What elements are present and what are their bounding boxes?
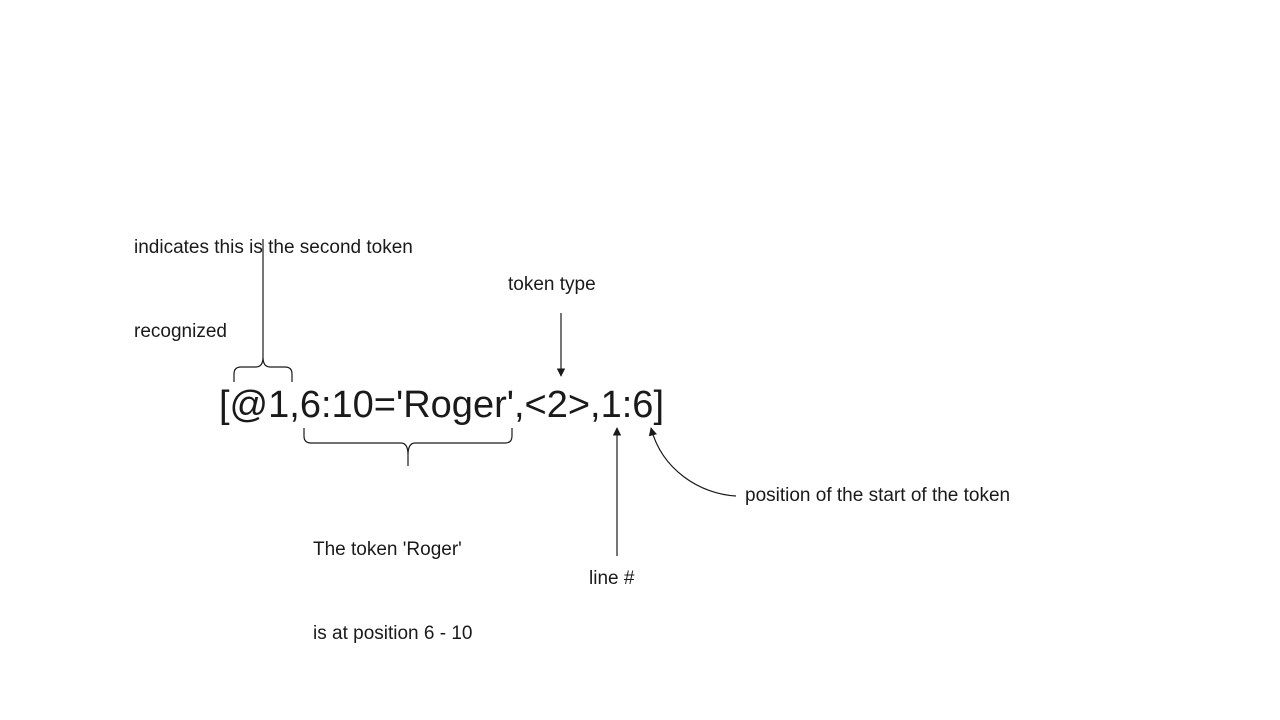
token-index-annotation-line1: indicates this is the second token bbox=[134, 237, 413, 258]
token-string: [@1,6:10='Roger',<2>,1:6] bbox=[219, 384, 664, 426]
token-type-annotation: token type bbox=[508, 274, 596, 295]
token-span-annotation-line1: The token 'Roger' bbox=[313, 539, 462, 560]
start-position-annotation: position of the start of the token bbox=[745, 485, 1011, 506]
token-span-annotation: The token 'Roger' is at position 6 - 10 bbox=[313, 480, 472, 704]
token-span-annotation-line2: is at position 6 - 10 bbox=[313, 623, 473, 644]
token-index-annotation: indicates this is the second token recog… bbox=[134, 178, 413, 402]
line-number-annotation: line # bbox=[589, 568, 635, 589]
token-span-brace bbox=[303, 428, 513, 466]
token-index-brace bbox=[233, 356, 293, 382]
token-index-annotation-line2: recognized bbox=[134, 321, 227, 342]
start-position-arrow bbox=[648, 427, 737, 497]
